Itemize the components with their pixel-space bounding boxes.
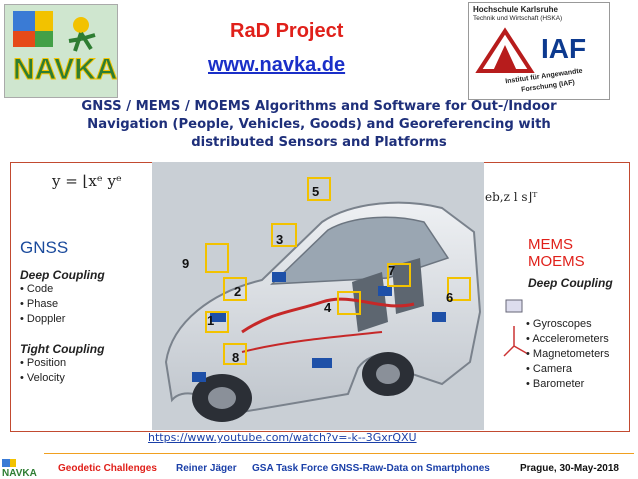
footer-event: GSA Task Force GNSS-Raw-Data on Smartpho…	[252, 463, 490, 474]
mems-title-line-1: MEMS	[528, 236, 573, 253]
gnss-deep-coupling-title: Deep Coupling	[20, 268, 105, 282]
project-title: RaD Project	[230, 20, 344, 42]
mems-deep-coupling-title: Deep Coupling	[528, 276, 613, 290]
video-link[interactable]: https://www.youtube.com/watch?v=-k--3Gxr…	[148, 431, 417, 444]
marker-4: 4	[324, 300, 332, 315]
gnss-panel	[14, 230, 114, 426]
marker-9: 9	[182, 256, 189, 271]
iaf-tent-icon	[475, 27, 535, 73]
marker-6: 6	[446, 290, 453, 305]
mems-title: MEMS MOEMS	[528, 236, 585, 270]
list-item: • Code	[20, 283, 54, 295]
gnss-tight-coupling-title: Tight Coupling	[20, 342, 105, 356]
headline-line-2: Navigation (People, Vehicles, Goods) and…	[87, 117, 551, 132]
headline-line-1: GNSS / MEMS / MOEMS Algorithms and Softw…	[81, 99, 557, 114]
logo-mark: IAF	[541, 33, 587, 64]
footer-course: Geodetic Challenges	[58, 463, 157, 474]
logo-line-1: Hochschule Karlsruhe	[473, 5, 558, 14]
marker-2: 2	[234, 284, 241, 299]
footer-divider	[44, 453, 634, 454]
gnss-title: GNSS	[20, 238, 69, 257]
footer-navka-logo: NAVKA	[2, 459, 37, 477]
logo-line-2: Technik und Wirtschaft (HSKA)	[473, 15, 563, 22]
project-url-link[interactable]: www.navka.de	[208, 54, 346, 76]
list-item: • Phase	[20, 298, 59, 310]
state-vector-formula: y = ⌊xᵉ yᵉ	[52, 172, 122, 190]
navka-logo-text: NAVKA	[13, 53, 117, 86]
state-vector-formula-end: eb,z l s⌋ᵀ	[485, 190, 538, 204]
car-sensor-illustration: 1 2 3 4 5 6 7 8 9	[152, 162, 484, 430]
headline: GNSS / MEMS / MOEMS Algorithms and Softw…	[30, 98, 608, 152]
list-item: • Position	[20, 357, 67, 369]
marker-5: 5	[312, 184, 319, 199]
list-item: • Barometer	[526, 378, 585, 390]
footer-navka-logo-text: NAVKA	[2, 468, 37, 477]
mems-panel	[520, 230, 626, 426]
list-item: • Velocity	[20, 372, 65, 384]
marker-7: 7	[388, 263, 395, 278]
list-item: • Accelerometers	[526, 333, 609, 345]
navka-logo: NAVKA	[4, 4, 118, 98]
marker-1: 1	[207, 313, 214, 328]
hska-iaf-logo: Hochschule Karlsruhe Technik und Wirtsch…	[468, 2, 610, 100]
marker-8: 8	[232, 350, 239, 365]
mems-title-line-2: MOEMS	[528, 253, 585, 270]
list-item: • Magnetometers	[526, 348, 610, 360]
marker-3: 3	[276, 232, 283, 247]
list-item: • Doppler	[20, 313, 66, 325]
sensor-axes-icon	[503, 299, 529, 357]
headline-line-3: distributed Sensors and Platforms	[191, 135, 447, 150]
footer-author: Reiner Jäger	[176, 463, 237, 474]
list-item: • Camera	[526, 363, 573, 375]
footer-place-date: Prague, 30-May-2018	[520, 463, 619, 474]
list-item: • Gyroscopes	[526, 318, 592, 330]
